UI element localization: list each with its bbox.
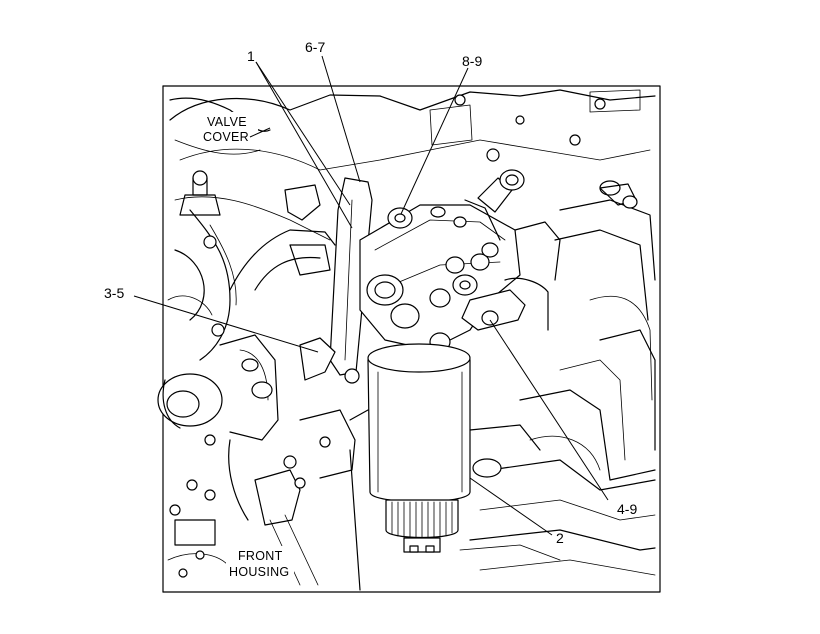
engine-block xyxy=(162,85,661,593)
fuel-filter-canister xyxy=(349,343,561,591)
leader-3-5 xyxy=(133,295,319,353)
callout-4-9: 4-9 xyxy=(617,501,637,517)
leader-6-7 xyxy=(321,55,361,183)
callout-2: 2 xyxy=(556,530,564,546)
valve-cover-label-line2: COVER xyxy=(203,130,249,144)
front-housing-label-line1: FRONT xyxy=(238,549,283,563)
captions: VALVE COVER FRONT HOUSING xyxy=(198,112,294,579)
leader-lines xyxy=(133,55,609,536)
callouts: 1 6-7 8-9 3-5 4-9 2 xyxy=(104,39,637,546)
callout-1: 1 xyxy=(247,48,255,64)
leader-1b xyxy=(255,61,353,229)
front-housing-assembly xyxy=(157,97,356,586)
callout-8-9: 8-9 xyxy=(462,53,482,69)
leader-2 xyxy=(469,477,553,536)
valve-cover-label-line1: VALVE xyxy=(207,115,247,129)
bowl-ribs xyxy=(391,501,453,539)
mounting-bracket xyxy=(229,177,373,384)
filter-base xyxy=(359,169,561,352)
callout-6-7: 6-7 xyxy=(305,39,325,55)
leader-4-9 xyxy=(489,319,609,501)
front-housing-label-line2: HOUSING xyxy=(229,565,289,579)
callout-3-5: 3-5 xyxy=(104,285,124,301)
leader-8-9 xyxy=(400,67,469,215)
leader-1 xyxy=(255,61,351,206)
